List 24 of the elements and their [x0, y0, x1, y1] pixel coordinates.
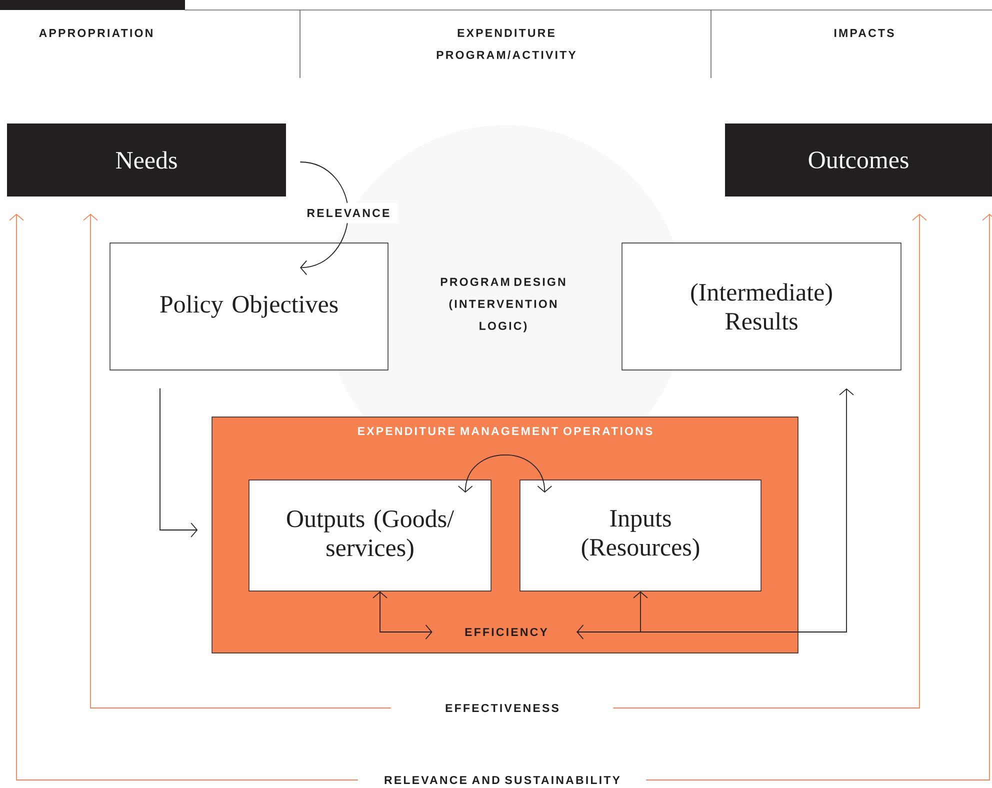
connector-arrow [372, 591, 432, 640]
relevance-sustainability-label: RELEVANCE AND SUSTAINABILITY [384, 776, 620, 784]
connector-arrow [9, 214, 358, 780]
efficiency-label: EFFICIENCY [465, 628, 548, 636]
column-heading: EXPENDITURE PROGRAM/ACTIVITY [436, 28, 576, 60]
connector-arrow [576, 591, 648, 640]
connector-arrow [646, 214, 992, 780]
connector-arrow [576, 388, 854, 632]
connector-arrow [612, 214, 927, 708]
connector-arrow [83, 214, 392, 708]
edge-label: RELEVANCE [298, 202, 398, 224]
column-heading: IMPACTS [834, 28, 894, 38]
process-box: (Intermediate) Results [622, 242, 902, 370]
connector-arrow [160, 388, 198, 538]
circle-caption: PROGRAM DESIGN (INTERVENTION LOGIC) [440, 278, 566, 332]
connector-arrow [458, 454, 552, 493]
process-box: Outputs (Goods/ services) [248, 480, 492, 592]
process-box: Inputs (Resources) [520, 480, 762, 592]
needs-box: Needs [7, 124, 286, 196]
effectiveness-label: EFFECTIVENESS [446, 704, 558, 712]
column-heading: APPROPRIATION [39, 28, 152, 38]
process-box: Policy Objectives [110, 242, 388, 370]
outcomes-box: Outcomes [725, 124, 992, 196]
connector-arrow [300, 162, 349, 276]
